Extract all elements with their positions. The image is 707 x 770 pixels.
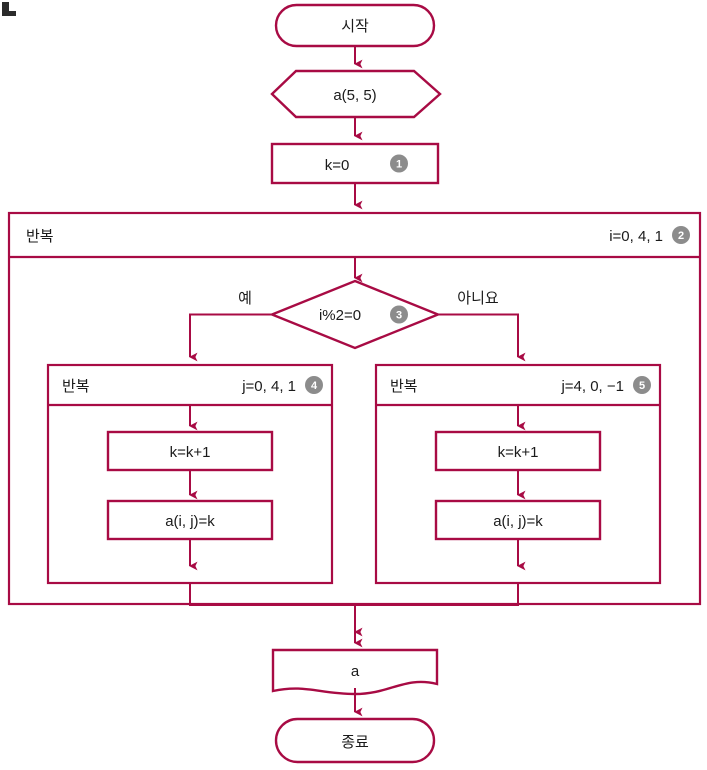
svg-text:4: 4 xyxy=(311,380,318,392)
left-proc2-shape xyxy=(106,499,274,541)
decision-yes-label: 예 xyxy=(238,290,252,307)
connector-branch-merge xyxy=(189,583,519,606)
svg-text:2: 2 xyxy=(678,230,684,242)
right-proc2-label: a(i, j)=k xyxy=(493,513,543,530)
node-init[interactable]: k=0 1 xyxy=(270,142,440,185)
node-right-proc2[interactable]: a(i, j)=k xyxy=(434,499,602,541)
right-loop-range: j=4, 0, −1 xyxy=(560,378,624,395)
init-shape xyxy=(270,142,440,185)
end-shape xyxy=(274,717,436,764)
svg-text:5: 5 xyxy=(639,380,645,392)
input-shape xyxy=(270,69,442,119)
input-label: a(5, 5) xyxy=(333,87,376,104)
outer-loop-label: 반복 xyxy=(26,228,54,245)
start-label: 시작 xyxy=(341,18,369,35)
svg-text:1: 1 xyxy=(396,159,402,171)
badge-3: 3 xyxy=(390,305,408,324)
left-proc1-label: k=k+1 xyxy=(170,444,211,461)
badge-2: 2 xyxy=(672,226,690,244)
node-input[interactable]: a(5, 5) xyxy=(270,69,442,119)
badge-5: 5 xyxy=(633,376,651,394)
output-label: a xyxy=(351,663,360,680)
node-left-proc1[interactable]: k=k+1 xyxy=(106,430,274,472)
outer-loop-range: i=0, 4, 1 xyxy=(609,228,663,245)
badge-4: 4 xyxy=(305,376,323,394)
left-loop-range: j=0, 4, 1 xyxy=(241,378,296,395)
badge-1: 1 xyxy=(390,154,408,173)
node-end[interactable]: 종료 xyxy=(274,717,436,764)
right-proc2-shape xyxy=(434,499,602,541)
decision-no-label: 아니요 xyxy=(457,290,499,307)
decision-label: i%2=0 xyxy=(319,307,361,324)
end-label: 종료 xyxy=(341,734,369,751)
node-decision[interactable]: i%2=0 3 xyxy=(268,279,442,350)
right-proc1-label: k=k+1 xyxy=(498,444,539,461)
left-proc2-label: a(i, j)=k xyxy=(165,513,215,530)
node-left-proc2[interactable]: a(i, j)=k xyxy=(106,499,274,541)
node-output[interactable]: a xyxy=(271,648,439,696)
init-label: k=0 xyxy=(325,157,350,174)
node-start[interactable]: 시작 xyxy=(274,3,436,48)
node-right-proc1[interactable]: k=k+1 xyxy=(434,430,602,472)
corner-crop-mark xyxy=(2,2,16,16)
connector-decision-no xyxy=(438,313,526,362)
right-loop-label: 반복 xyxy=(390,378,418,395)
decision-shape xyxy=(268,279,442,350)
left-proc1-shape xyxy=(106,430,274,472)
svg-text:3: 3 xyxy=(396,310,402,322)
connector-decision-yes xyxy=(189,313,272,362)
left-loop-label: 반복 xyxy=(62,378,90,395)
